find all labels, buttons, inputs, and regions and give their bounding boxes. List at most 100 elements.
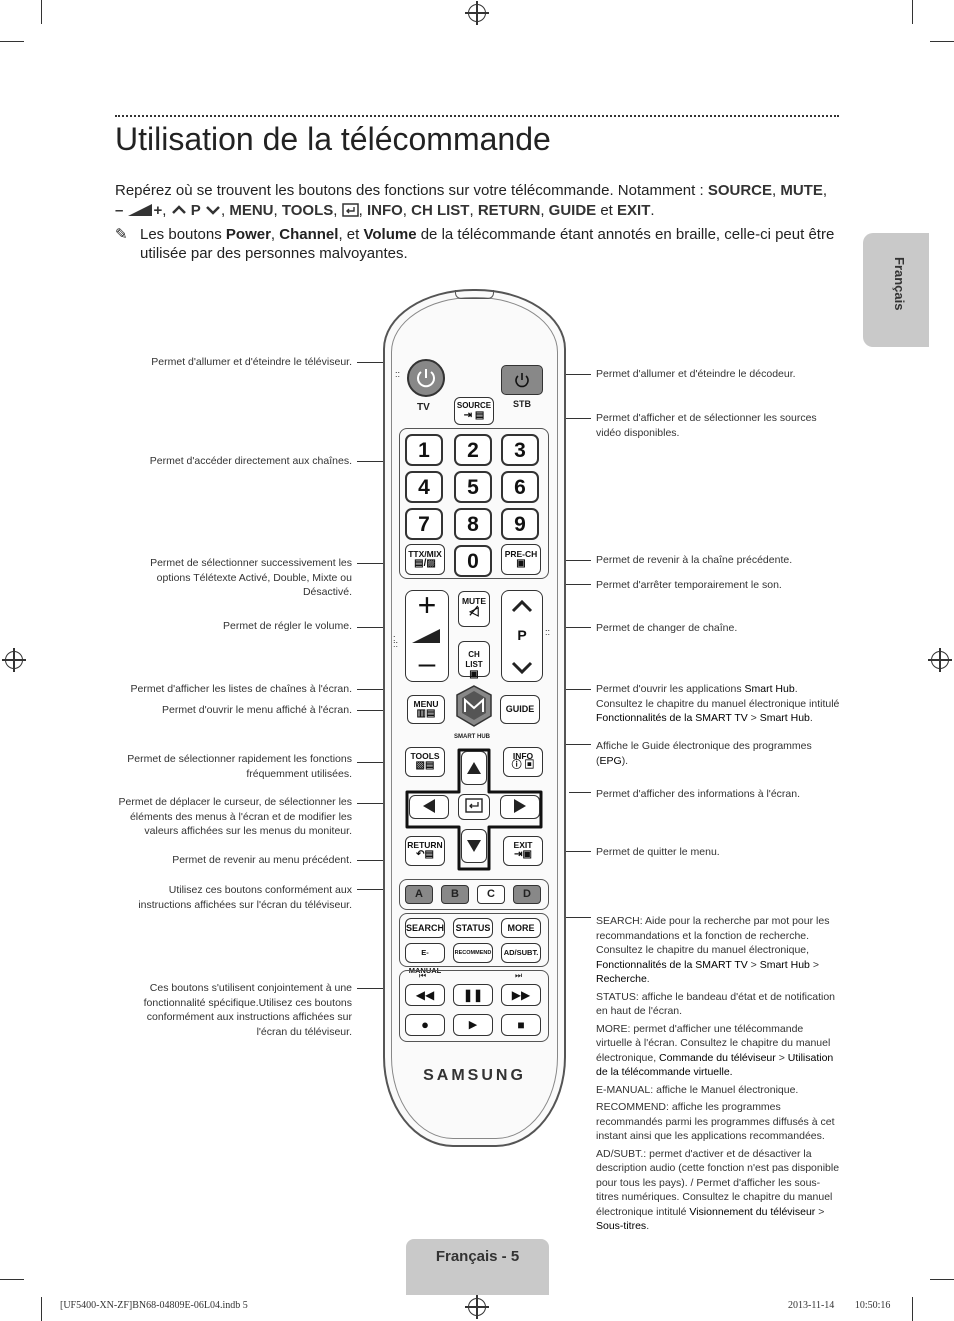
remote-control: TV :: STB SOURCE ⇥ ▤ TTX/MIX▤/▨ 0 PRE-CH… <box>383 289 566 1147</box>
rewind-button[interactable]: ◀◀ <box>405 984 445 1006</box>
smart-hub-button[interactable] <box>456 685 492 727</box>
title-rule <box>115 115 839 117</box>
label-mute: Permet d'arrêter temporairement le son. <box>596 579 782 591</box>
leader-line <box>357 461 402 462</box>
digit-6-button[interactable]: 6 <box>501 471 539 503</box>
label-source: Permet d'afficher et de sélectionner les… <box>596 412 817 439</box>
label-menu: Permet d'ouvrir le menu affiché à l'écra… <box>162 704 352 716</box>
volume-rocker[interactable]: + – <box>405 587 449 682</box>
down-button[interactable] <box>461 829 487 863</box>
color-c-button[interactable]: C <box>477 885 505 904</box>
color-d-button[interactable]: D <box>513 885 541 904</box>
function-keys-panel <box>399 913 549 967</box>
ad-subt-button[interactable]: AD/SUBT. <box>501 943 541 963</box>
label-media: Ces boutons s'utilisent conjointement à … <box>143 982 352 1038</box>
volume-ramp-icon <box>412 629 440 643</box>
registration-mark-icon <box>2 648 26 672</box>
status-button[interactable]: STATUS <box>453 918 493 938</box>
crop-mark <box>0 41 24 42</box>
brand-logo: SAMSUNG <box>423 1067 526 1084</box>
return-icon: ↶▤ <box>416 849 434 860</box>
crop-mark <box>912 1297 913 1321</box>
return-button[interactable]: RETURN↶▤ <box>405 836 445 866</box>
volume-ramp-icon <box>127 204 152 216</box>
stb-label: STB <box>513 399 531 409</box>
digit-1-button[interactable]: 1 <box>405 434 443 466</box>
leader-line <box>542 560 591 561</box>
skip-back-icon: ⏮ <box>419 971 427 980</box>
guide-button[interactable]: GUIDE <box>500 695 540 724</box>
tools-button[interactable]: TOOLS▧▤ <box>405 747 445 777</box>
power-icon <box>515 373 529 388</box>
mute-button[interactable]: MUTE◁̸ <box>458 591 490 627</box>
digit-8-button[interactable]: 8 <box>454 508 492 540</box>
prech-icon: ▣ <box>516 558 526 569</box>
crop-mark <box>41 1297 42 1321</box>
left-button[interactable] <box>409 795 449 819</box>
power-tv-button[interactable] <box>407 359 445 397</box>
label-power-stb: Permet d'allumer et d'éteindre le décode… <box>596 368 796 380</box>
color-a-button[interactable]: A <box>405 885 433 904</box>
label-cursor: Permet de déplacer le curseur, de sélect… <box>118 796 352 837</box>
chevron-up-icon <box>171 205 186 214</box>
ch-list-button[interactable]: CH LIST▣ <box>458 641 490 680</box>
remote-top-notch <box>455 290 494 299</box>
note-icon: ✎ <box>115 226 128 243</box>
color-buttons-panel <box>399 879 549 910</box>
ttx-mix-button[interactable]: TTX/MIX▤/▨ <box>405 544 445 575</box>
leader-line <box>357 563 404 564</box>
search-button[interactable]: SEARCH <box>405 918 445 938</box>
label-guide: Affiche le Guide électronique des progra… <box>596 740 812 767</box>
recommend-button[interactable]: RECOMMEND <box>453 943 493 963</box>
crop-mark <box>0 1279 24 1280</box>
pre-ch-button[interactable]: PRE-CH▣ <box>501 544 541 575</box>
leader-line <box>357 710 404 711</box>
channel-label: P <box>517 627 527 643</box>
label-channel: Permet de changer de chaîne. <box>596 622 738 634</box>
digit-5-button[interactable]: 5 <box>454 471 492 503</box>
pause-button[interactable]: ❚❚ <box>453 984 493 1006</box>
digit-9-button[interactable]: 9 <box>501 508 539 540</box>
right-button[interactable] <box>500 795 540 819</box>
channel-rocker[interactable]: P <box>501 590 543 682</box>
leader-line <box>357 627 404 628</box>
fast-forward-button[interactable]: ▶▶ <box>501 984 541 1006</box>
braille-dots: :: <box>395 369 401 379</box>
chevron-down-icon <box>511 661 533 675</box>
stop-button[interactable]: ■ <box>501 1014 541 1036</box>
enter-button[interactable] <box>458 794 490 820</box>
digit-3-button[interactable]: 3 <box>501 434 539 466</box>
menu-button[interactable]: MENU▥▤ <box>407 695 445 724</box>
exit-button[interactable]: EXIT⇥▣ <box>503 836 543 866</box>
leader-line <box>357 988 402 989</box>
leader-line <box>357 362 405 363</box>
digit-2-button[interactable]: 2 <box>454 434 492 466</box>
digit-0-button[interactable]: 0 <box>454 545 492 577</box>
source-button[interactable]: SOURCE ⇥ ▤ <box>454 397 494 425</box>
digit-4-button[interactable]: 4 <box>405 471 443 503</box>
color-b-button[interactable]: B <box>441 885 469 904</box>
teletext-icon: ▤/▨ <box>414 558 436 569</box>
up-button[interactable] <box>461 751 487 785</box>
dpad <box>403 747 546 872</box>
digit-7-button[interactable]: 7 <box>405 508 443 540</box>
e-manual-button[interactable]: E-MANUAL <box>405 943 445 975</box>
play-button[interactable]: ▶ <box>453 1014 493 1036</box>
label-special-keys: SEARCH: Aide pour la recherche par mot p… <box>596 914 842 1234</box>
crop-mark <box>930 41 954 42</box>
label-return: Permet de revenir au menu précédent. <box>172 854 352 866</box>
menu-icon: ▥▤ <box>416 708 436 719</box>
label-recommend: RECOMMEND: affiche les programmes recomm… <box>596 1101 835 1142</box>
label-numbers: Permet d'accéder directement aux chaînes… <box>149 455 352 467</box>
label-power-tv: Permet d'allumer et d'éteindre le télévi… <box>151 356 352 368</box>
more-button[interactable]: MORE <box>501 918 541 938</box>
label-more: MORE: permet d'afficher une télécommande… <box>596 1022 834 1079</box>
number-pad <box>399 428 549 579</box>
record-button[interactable]: ● <box>405 1014 445 1036</box>
power-icon <box>417 369 435 388</box>
braille-dots: ::: <box>393 633 399 649</box>
power-stb-button[interactable] <box>501 365 543 395</box>
enter-icon <box>465 798 483 813</box>
label-adsubt: AD/SUBT.: permet d'activer et de désacti… <box>596 1147 840 1233</box>
